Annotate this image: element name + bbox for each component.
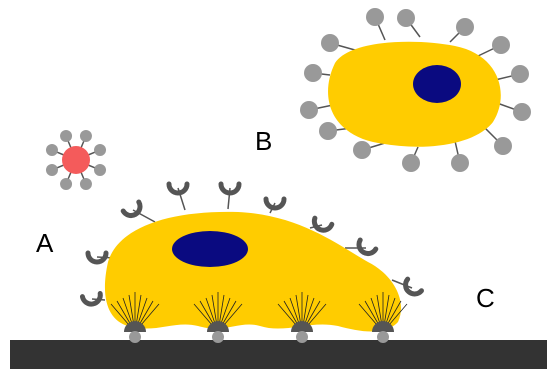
floating-receptor-ball (511, 65, 529, 83)
particle-ligand (46, 164, 58, 176)
floating-receptor-ball (494, 137, 512, 155)
particle-core (62, 146, 90, 174)
label-b: B (255, 126, 272, 156)
floating-cell-nucleus (413, 65, 461, 103)
floating-receptor-ball (513, 103, 531, 121)
focal-adhesion-ball (212, 331, 224, 343)
floating-receptor-ball (456, 18, 474, 36)
particle-ligand (60, 130, 72, 142)
substrate-surface (10, 340, 547, 369)
floating-receptor-ball (492, 36, 510, 54)
label-a: A (36, 228, 54, 258)
particle-ligand (80, 178, 92, 190)
floating-receptor-ball (397, 9, 415, 27)
floating-cell-body (328, 42, 501, 147)
floating-receptor-ball (304, 64, 322, 82)
particle-ligand (94, 164, 106, 176)
particle-ligand (80, 130, 92, 142)
floating-receptor-ball (402, 154, 420, 172)
particle-ligand (60, 178, 72, 190)
floating-receptor-ball (353, 141, 371, 159)
floating-cell (300, 8, 531, 172)
floating-receptor-ball (321, 34, 339, 52)
particle-ligand (94, 144, 106, 156)
adhered-cell-body (105, 212, 401, 332)
floating-receptor-ball (319, 122, 337, 140)
adhered-cell-nucleus (172, 231, 248, 267)
floating-receptor-ball (451, 154, 469, 172)
floating-receptor-ball (300, 101, 318, 119)
label-c: C (476, 283, 495, 313)
particle-ligand (46, 144, 58, 156)
ligand-particle (46, 130, 106, 190)
focal-adhesion-ball (296, 331, 308, 343)
floating-receptor-ball (366, 8, 384, 26)
adhered-cell (82, 184, 421, 343)
focal-adhesion-ball (377, 331, 389, 343)
focal-adhesion-ball (129, 331, 141, 343)
